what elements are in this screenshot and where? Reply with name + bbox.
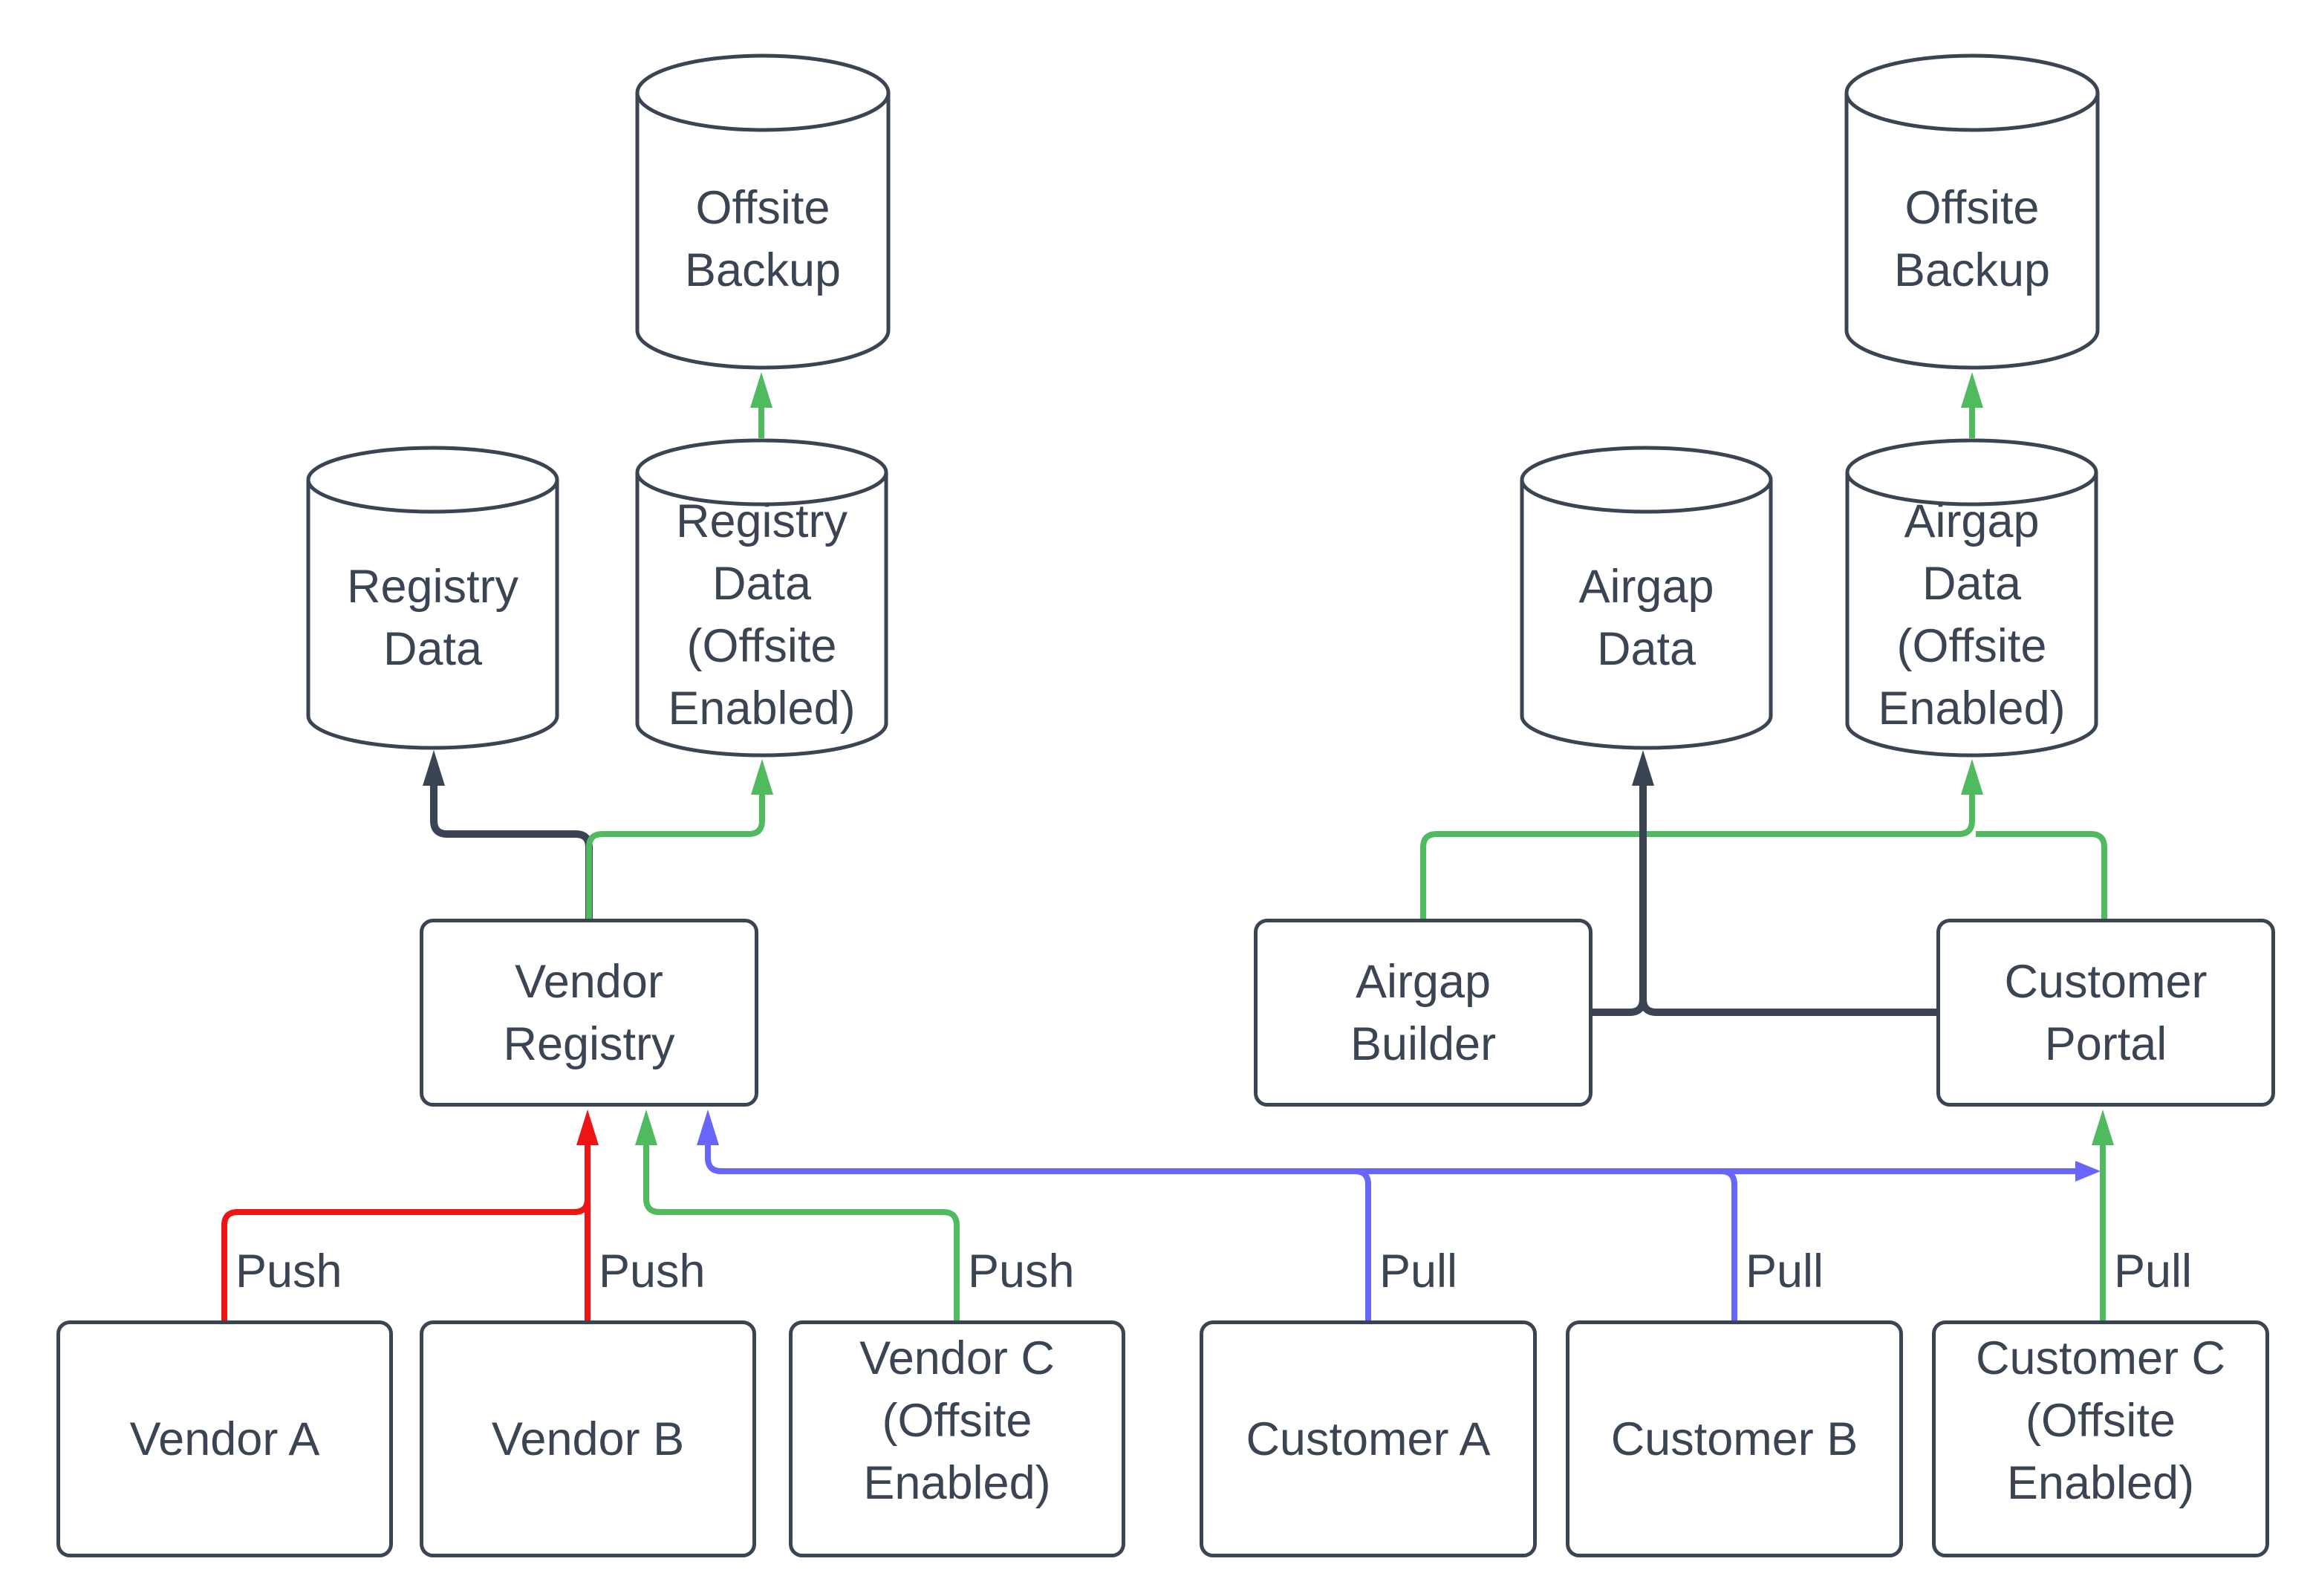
node-vendor-c: Vendor C (Offsite Enabled) [789,1320,1125,1557]
cylinder-shape [635,53,891,370]
node-offsite-backup-left: Offsite Backup [635,53,891,370]
edge-vendor-registry-to-registry-data-offsite [586,793,765,919]
node-label: Customer B [1610,1413,1858,1465]
node-airgap-data-offsite: Airgap Data (Offsite Enabled) [1845,438,2098,758]
node-label: Vendor A [129,1413,320,1465]
node-customer-c: Customer C (Offsite Enabled) [1932,1320,2269,1557]
edge-pull-horizontal [705,1145,2075,1174]
node-vendor-b: Vendor B [420,1320,756,1557]
arrowhead-into-offsite-backup-left [750,372,772,408]
node-label: Registry Data [346,561,519,675]
cylinder-shape [1844,53,2100,370]
edge-vendor-c-push [643,1145,960,1320]
cylinder-shape [1845,438,2098,758]
edge-label-pull-customer-b: Pull [1746,1245,1824,1297]
node-offsite-backup-right: Offsite Backup [1844,53,2100,370]
arrowhead-into-registry-data [423,750,445,786]
arrowhead-vendors-into-vendor-registry [576,1110,599,1145]
arrowhead-into-offsite-backup-right [1961,372,1983,408]
cylinder-shape [306,446,559,750]
node-vendor-a: Vendor A [56,1320,393,1557]
cylinder-shape [635,438,888,758]
node-registry-data: Registry Data [306,446,559,750]
node-label: Vendor B [491,1413,685,1465]
node-label: Airgap Data [1578,561,1714,675]
edge-label-pull-customer-a: Pull [1379,1245,1458,1297]
cylinder-shape [1520,446,1773,750]
node-label: Customer Portal [2004,955,2208,1070]
node-customer-a: Customer A [1200,1320,1537,1557]
edge-customer-a-pull [1354,1168,1371,1320]
arrowhead-into-registry-data-offsite [751,759,773,795]
edge-label-push-vendor-a: Push [235,1245,342,1297]
edge-vendor-a-push [221,1198,591,1320]
arrowhead-customer-c-into-customer-portal [2092,1110,2114,1145]
node-label: Offsite Backup [1893,182,2051,296]
arrowhead-vendor-c-into-vendor-registry [635,1110,657,1145]
node-label: Offsite Backup [684,182,842,296]
arrowhead-customers-into-vendor-registry [697,1110,719,1145]
node-airgap-builder: Airgap Builder [1254,919,1593,1107]
node-label: Vendor Registry [503,955,675,1070]
node-airgap-data: Airgap Data [1520,446,1773,750]
edge-label-push-vendor-b: Push [599,1245,706,1297]
arrowhead-pull-toward-customer-portal [2075,1161,2101,1182]
arrowhead-into-airgap-data [1632,750,1654,786]
node-customer-portal: Customer Portal [1936,919,2275,1107]
node-label: Airgap Data (Offsite Enabled) [1878,495,2066,735]
node-label: Vendor C (Offsite Enabled) [859,1332,1055,1509]
node-label: Airgap Builder [1350,955,1497,1070]
node-registry-data-offsite: Registry Data (Offsite Enabled) [635,438,888,758]
edge-vendor-registry-to-registry-data [430,784,593,919]
node-label: Registry Data (Offsite Enabled) [668,495,856,735]
node-label: Customer A [1246,1413,1491,1465]
node-vendor-registry: Vendor Registry [420,919,758,1107]
node-label: Customer C (Offsite Enabled) [1975,1332,2226,1509]
edge-label-pull-customer-c: Pull [2114,1245,2193,1297]
edge-customer-portal-to-airgap-data-offsite [1976,831,2107,919]
node-customer-b: Customer B [1566,1320,1903,1557]
edge-airgap-builder-to-airgap-data [1593,784,1647,1016]
edge-customer-b-pull [1720,1168,1737,1320]
edge-label-push-vendor-c: Push [968,1245,1075,1297]
arrowhead-into-airgap-data-offsite [1961,759,1983,795]
edge-customer-portal-to-airgap-data [1639,998,1936,1016]
edge-airgap-builder-to-airgap-data-offsite [1420,793,1975,919]
